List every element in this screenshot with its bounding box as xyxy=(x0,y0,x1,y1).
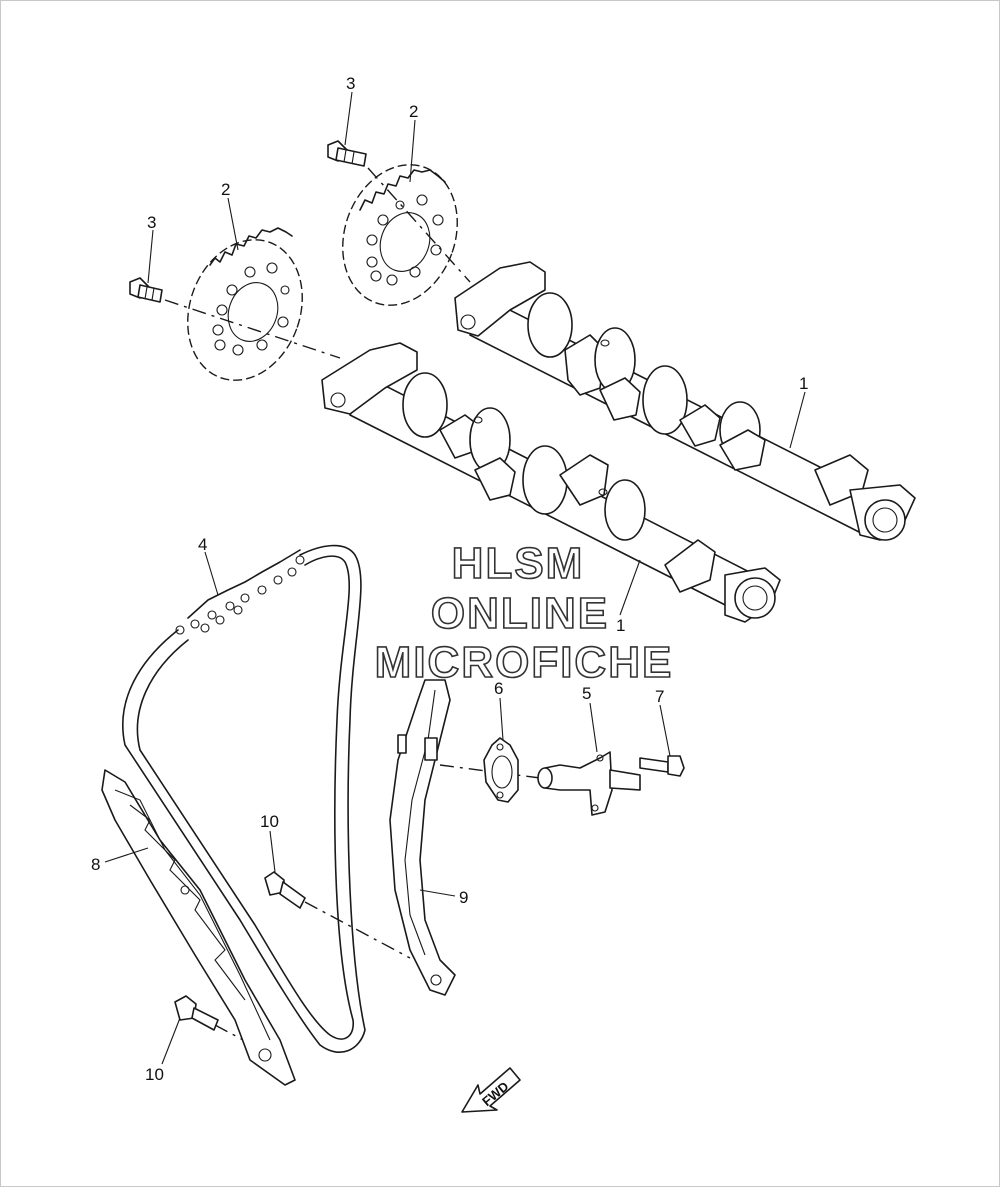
camshaft-lower[interactable] xyxy=(321,342,781,623)
sprocket-bolt-left[interactable] xyxy=(129,277,163,303)
callout-2-right: 2 xyxy=(409,102,418,121)
leader-lines xyxy=(104,91,806,1065)
callout-10-upper: 10 xyxy=(260,812,279,831)
sprocket-right[interactable] xyxy=(324,149,477,322)
sprocket-left[interactable] xyxy=(169,224,322,397)
callout-5: 5 xyxy=(582,684,591,703)
callout-7: 7 xyxy=(655,687,664,706)
tensioner-gasket[interactable] xyxy=(483,737,519,803)
watermark-line-3: MICROFICHE xyxy=(375,638,674,687)
guide-bolt-lower[interactable] xyxy=(174,995,219,1031)
callout-3-right: 3 xyxy=(346,74,355,93)
axis-line-right xyxy=(367,167,471,283)
timing-chain[interactable] xyxy=(122,544,366,1054)
forward-direction-arrow: FWD xyxy=(461,1067,521,1113)
tensioner-guide[interactable] xyxy=(389,679,456,996)
watermark-line-2: ONLINE xyxy=(431,589,609,638)
callout-9: 9 xyxy=(459,888,468,907)
callout-6: 6 xyxy=(494,679,503,698)
callout-8: 8 xyxy=(91,855,100,874)
watermark: HLSM ONLINE MICROFICHE xyxy=(374,538,674,688)
callout-4: 4 xyxy=(198,535,207,554)
chain-guide-left[interactable] xyxy=(101,769,296,1086)
tensioner-bolt[interactable] xyxy=(639,755,685,777)
sprocket-bolt-right[interactable] xyxy=(327,140,367,167)
callout-2-left: 2 xyxy=(221,180,230,199)
guide-bolt-upper[interactable] xyxy=(264,871,306,909)
axis-line-lower xyxy=(214,1024,263,1051)
axis-line-left xyxy=(164,299,341,359)
callout-1-upper: 1 xyxy=(799,374,808,393)
callout-10-lower: 10 xyxy=(145,1065,164,1084)
camshaft-upper[interactable] xyxy=(454,261,916,541)
chain-tensioner[interactable] xyxy=(537,751,641,816)
watermark-line-1: HLSM xyxy=(452,539,585,588)
callout-3-left: 3 xyxy=(147,213,156,232)
axis-line-guide xyxy=(304,901,411,959)
callout-1-lower: 1 xyxy=(616,616,625,635)
